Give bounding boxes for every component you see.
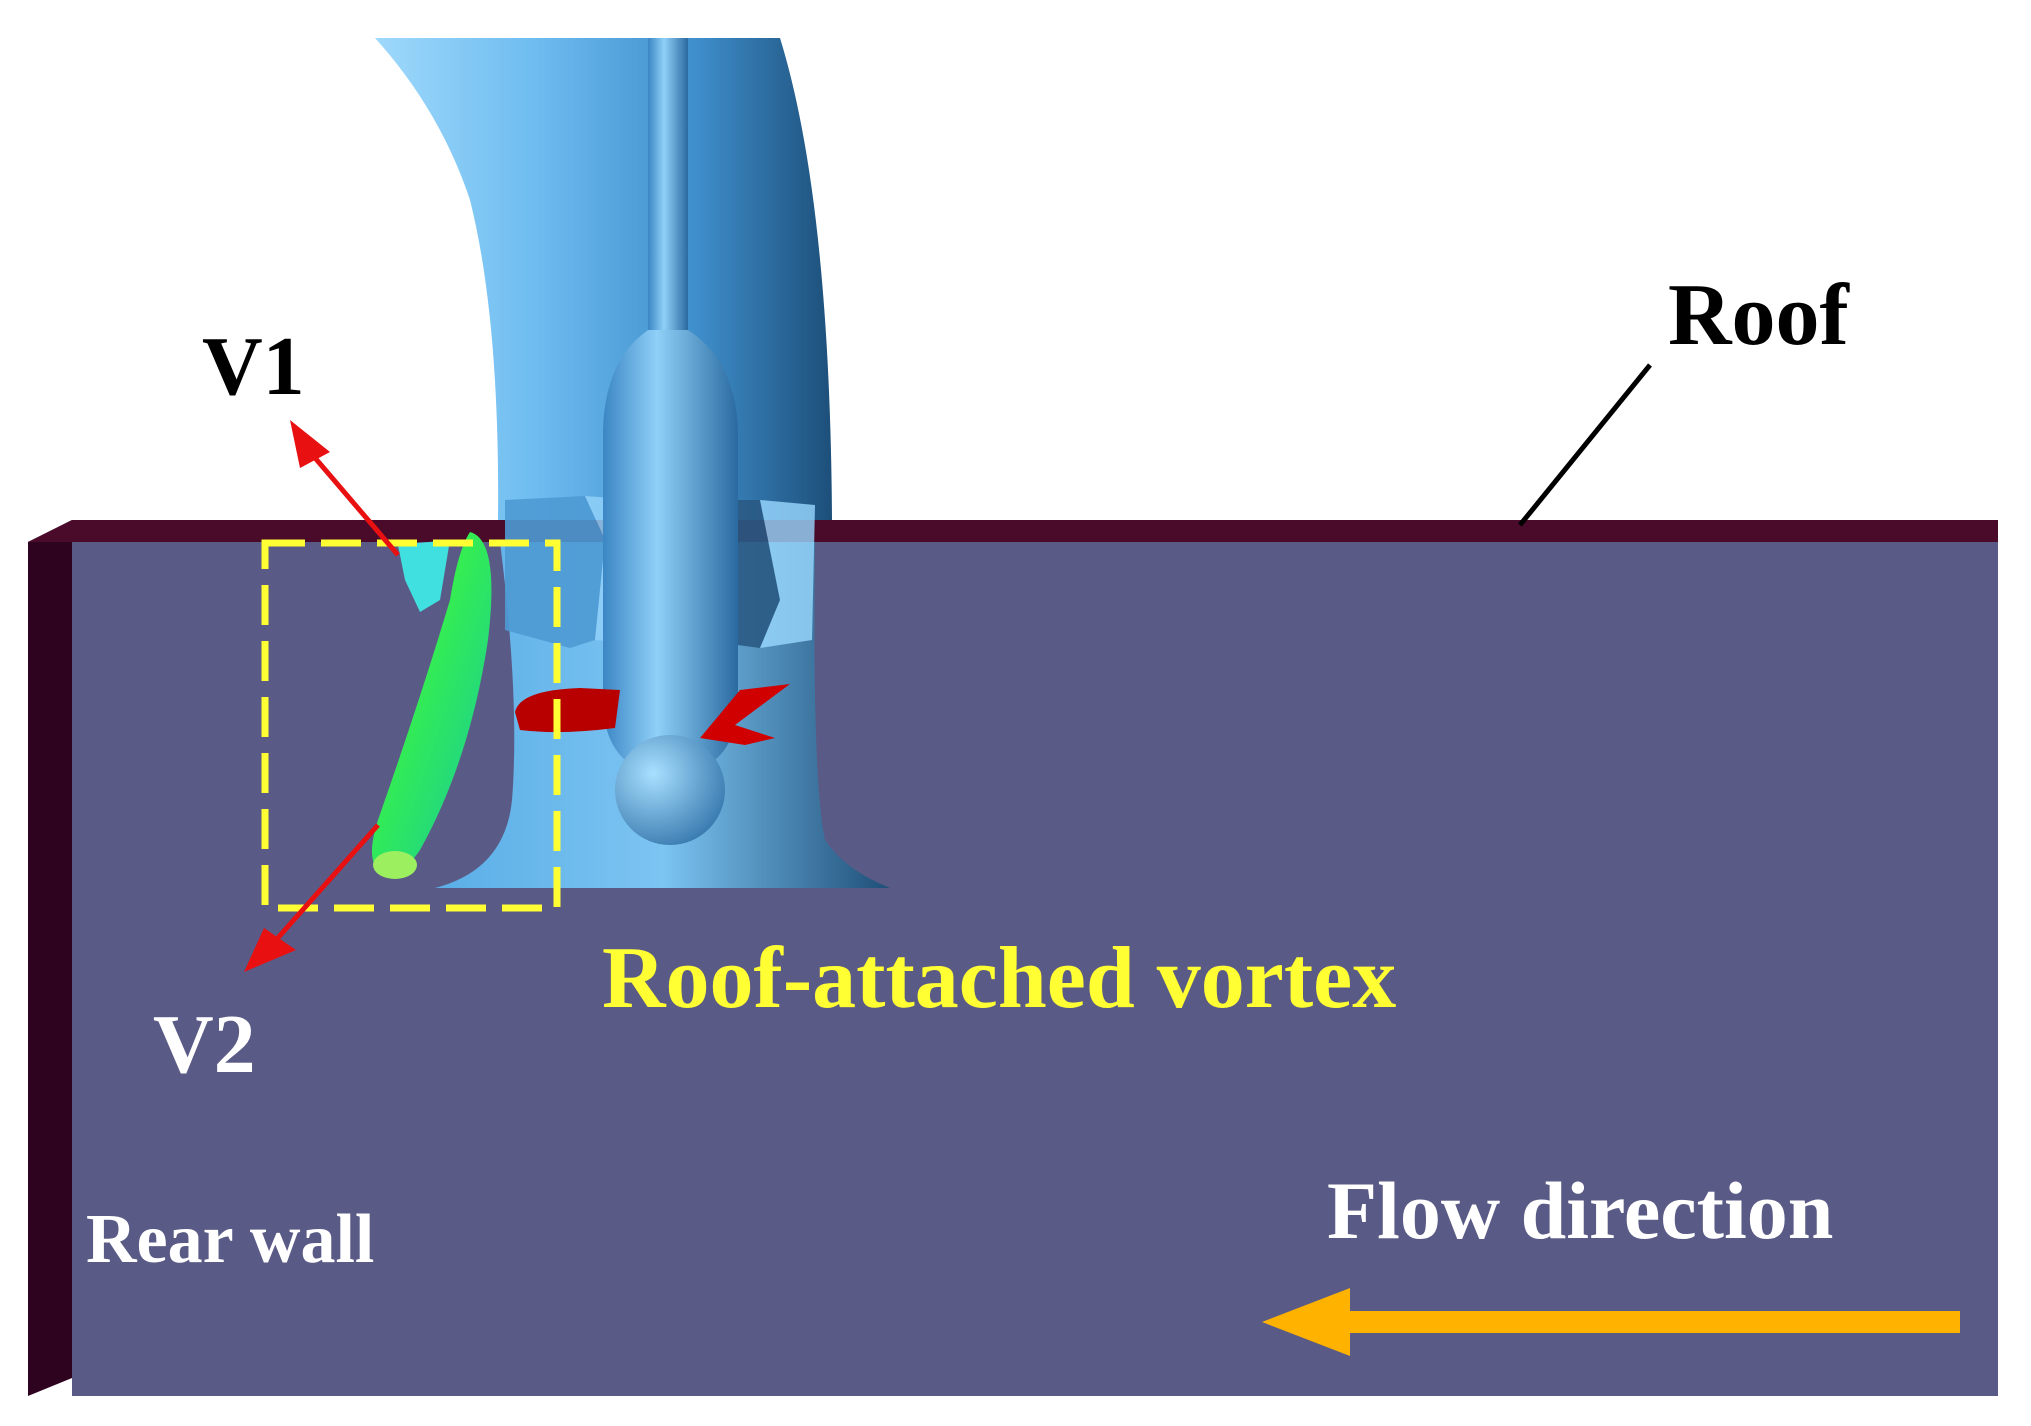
rear-wall-label: Rear wall — [86, 1201, 375, 1278]
flow-direction-arrow — [1262, 1288, 1960, 1356]
pump-shaft — [603, 38, 738, 845]
roof-surface — [28, 520, 1998, 542]
v2-label: V2 — [153, 998, 256, 1091]
roof-label: Roof — [1668, 267, 1849, 364]
flow-direction-label: Flow direction — [1327, 1165, 1834, 1256]
v2-arrow — [244, 823, 380, 972]
impeller-blades — [515, 684, 790, 745]
v1-arrow — [290, 420, 400, 557]
vortex-highlight-box — [261, 539, 561, 912]
v1-label: V1 — [202, 320, 305, 413]
rear-wall — [28, 520, 72, 1396]
roof-attached-vortex — [371, 532, 492, 879]
tank-body — [72, 542, 1998, 1396]
roof-leader-line — [1518, 363, 1652, 527]
roof-attached-vortex-label: Roof-attached vortex — [602, 930, 1397, 1027]
